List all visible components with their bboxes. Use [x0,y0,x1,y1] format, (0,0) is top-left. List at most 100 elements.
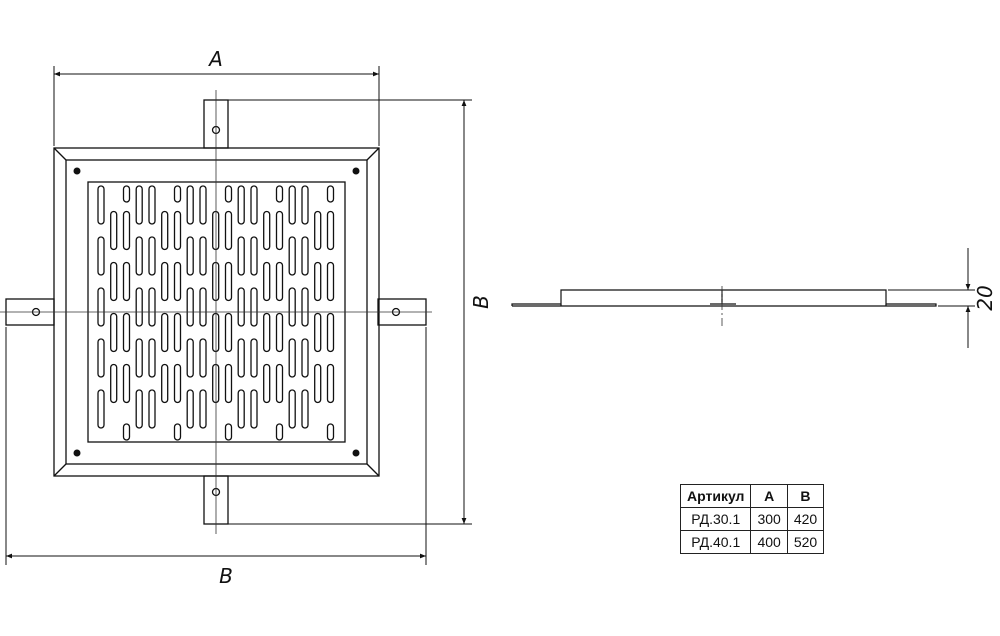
grate-slot [173,423,182,441]
grate-slot [275,185,284,203]
grate-slot [263,210,271,251]
grate-slot [275,210,284,251]
grate-slot [263,363,271,404]
grate-slot [97,287,105,327]
grate-slot [275,363,284,404]
grate-slot [148,185,156,225]
dim-label-b-bottom: B [219,564,233,588]
grate-slot [122,312,131,353]
dimension-lines [5,66,472,565]
grate-slot [110,363,118,404]
grate-side-view [511,289,937,307]
table-row: РД.30.1 300 420 [679,507,825,531]
grate-slot [186,236,194,276]
grate-slot [224,210,233,251]
grate-slot [122,423,131,441]
header-b: B [786,484,825,508]
grate-slot [110,312,118,353]
grate-slot [97,338,105,378]
table-row: РД.40.1 400 520 [679,530,825,554]
grate-slot [148,338,156,378]
grate-slot [301,338,309,378]
grate-slot [301,287,309,327]
grate-slot [275,261,284,302]
header-a: A [750,484,788,508]
grate-slot [250,185,258,225]
cell-a: 300 [750,507,788,531]
grate-slot [326,312,335,353]
center-lines [0,90,432,534]
grate-slot [224,423,233,441]
grate-slot [186,338,194,378]
grate-slot [237,236,245,276]
grate-slot [314,261,322,302]
grate-slot [314,210,322,251]
grate-slot [275,312,284,353]
grate-slot [237,338,245,378]
grate-slot [173,185,182,203]
grate-slot [326,185,335,203]
grate-slot [314,363,322,404]
grate-slot [199,236,207,276]
grate-slot [122,210,131,251]
grate-slot [148,389,156,429]
grate-slot [301,185,309,225]
grate-slot [148,287,156,327]
grate-slot [275,423,284,441]
grate-slot [148,236,156,276]
cell-article: РД.30.1 [679,507,752,531]
grate-slot [288,338,296,378]
grate-slot [250,338,258,378]
grate-slot [186,185,194,225]
grate-slot [110,210,118,251]
grate-slot [97,236,105,276]
cell-article: РД.40.1 [679,530,752,554]
grate-slot [250,287,258,327]
grate-slot [250,236,258,276]
grate-slot [237,287,245,327]
grate-slot [173,210,182,251]
grate-slot [326,210,335,251]
grate-slot [224,261,233,302]
grate-slot [161,312,169,353]
spec-table-header: Артикул A B [679,484,825,508]
grate-slot [161,261,169,302]
grate-slot [122,185,131,203]
grate-slot [237,185,245,225]
grate-slot [199,389,207,429]
grate-slot [135,338,143,378]
grate-slot [110,261,118,302]
grate-slot [224,363,233,404]
header-article: Артикул [679,484,752,508]
dim-label-b-side: B [469,295,493,309]
grate-slot [122,363,131,404]
grate-slot [263,261,271,302]
grate-slot [326,363,335,404]
grate-slot [288,236,296,276]
grate-slot [326,423,335,441]
grate-slot [173,312,182,353]
grate-slot [288,287,296,327]
grate-slot [97,185,105,225]
grate-slot [173,363,182,404]
cell-b: 520 [786,530,825,554]
dim-label-thickness: 20 [973,285,997,310]
grate-slot [97,389,105,429]
grate-slots [97,185,335,441]
grate-slot [314,312,322,353]
grate-slot [224,185,233,203]
grate-slot [199,287,207,327]
grate-slot [161,363,169,404]
grate-slot [186,287,194,327]
grate-slot [326,261,335,302]
cell-a: 400 [750,530,788,554]
corner-screws [73,167,360,457]
grate-slot [122,261,131,302]
grate-slot [135,389,143,429]
grate-slot [186,389,194,429]
grate-slot [288,185,296,225]
grate-slot [199,185,207,225]
grate-slot [135,185,143,225]
grate-slot [135,236,143,276]
